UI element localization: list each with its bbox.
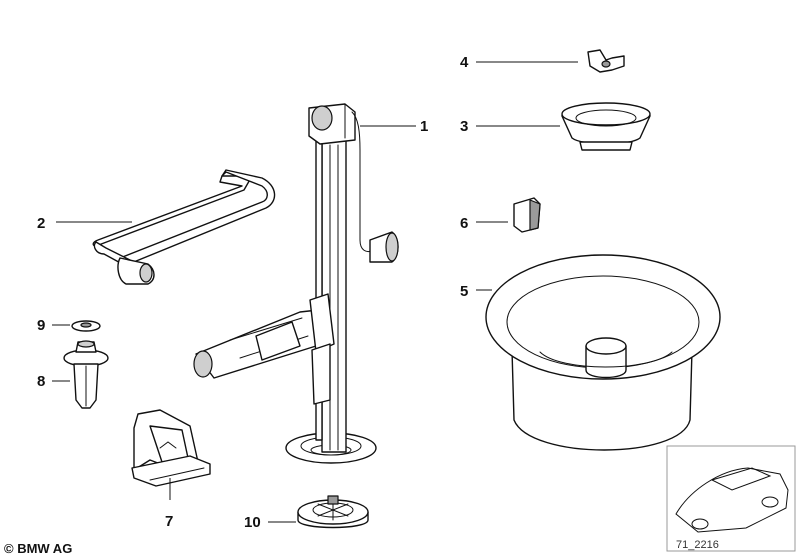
diagram-ref-text: 71_2216 xyxy=(676,539,719,551)
part-4-wing-nut[interactable] xyxy=(587,49,625,73)
callout-2: 2 xyxy=(37,215,45,232)
callout-10: 10 xyxy=(244,514,261,531)
callout-5: 5 xyxy=(460,283,468,300)
callout-3: 3 xyxy=(460,118,468,135)
part-5-wheel-tray[interactable] xyxy=(485,254,721,451)
part-6-rubber-block[interactable] xyxy=(513,197,541,233)
callout-7: 7 xyxy=(165,513,173,530)
part-2-wheel-wrench[interactable] xyxy=(92,169,276,285)
part-1-jack[interactable] xyxy=(193,103,399,464)
callout-1: 1 xyxy=(420,118,428,135)
callout-9: 9 xyxy=(37,317,45,334)
part-9-washer[interactable] xyxy=(71,320,101,332)
part-8-expanding-rivet[interactable] xyxy=(63,340,109,409)
callout-6: 6 xyxy=(460,215,468,232)
part-3-retaining-cup[interactable] xyxy=(561,102,651,151)
part-10-grommet[interactable] xyxy=(297,495,369,529)
copyright-text: © BMW AG xyxy=(4,541,72,556)
callout-4: 4 xyxy=(460,54,469,71)
reference-car-thumbnail: 71_2216 xyxy=(666,445,796,552)
part-7-holder-clip[interactable] xyxy=(131,409,211,487)
callout-8: 8 xyxy=(37,373,45,390)
